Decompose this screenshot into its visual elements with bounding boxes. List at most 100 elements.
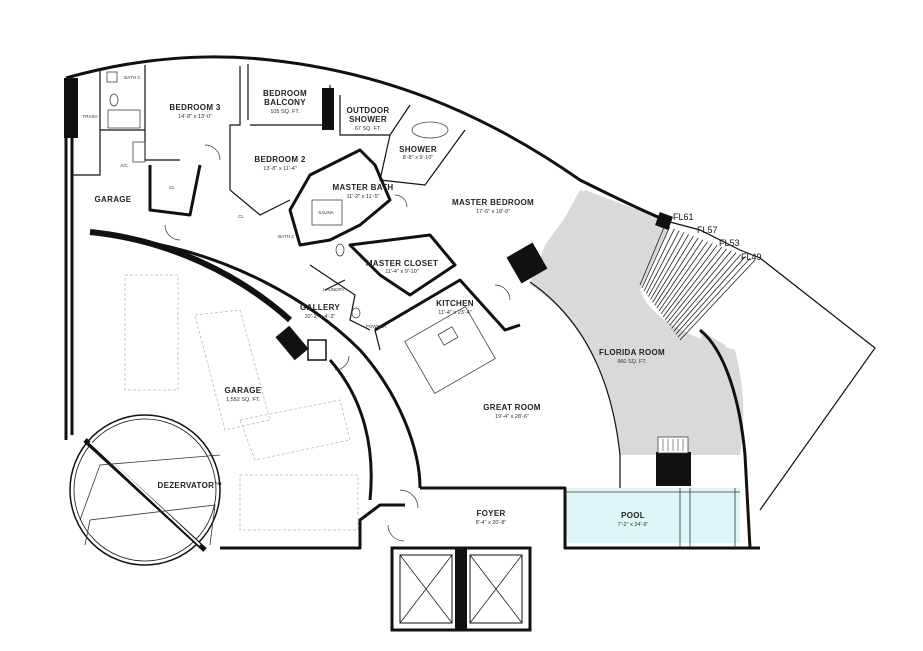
stair-tread	[671, 252, 737, 329]
stair-tread	[645, 230, 680, 294]
bedroom2-walls	[229, 66, 330, 216]
dim-master-bedroom: 17'-6" x 18'-9"	[476, 209, 510, 215]
stair-tread	[675, 256, 746, 335]
door-arc-3	[394, 194, 408, 208]
dim-kitchen: 11'-4" x 23'-4"	[438, 310, 471, 316]
ac-grate-lines	[662, 439, 684, 451]
florida-right-curve	[699, 328, 752, 549]
label-master-bath: MASTER BATH	[333, 183, 394, 192]
parking-spots	[124, 274, 359, 531]
label-great-room: GREAT ROOM	[483, 403, 541, 412]
dim-pool: 7'-2" x 24'-9"	[618, 522, 649, 528]
master-tub	[411, 121, 449, 139]
elevator-lobby	[390, 546, 532, 632]
stair-tread	[654, 237, 699, 306]
dim-florida-room: 960 SQ. FT.	[617, 359, 647, 365]
floor-label-2: FL57	[697, 225, 718, 235]
stair-tread	[656, 239, 704, 309]
stair-tread	[679, 259, 756, 341]
great-room-right-wall	[529, 281, 621, 488]
door-arc-2	[164, 224, 181, 241]
dim-outdoor-shower: 67 SQ. FT.	[355, 126, 382, 132]
bath3-toilet	[109, 93, 119, 107]
stair-tread	[648, 232, 685, 297]
florida-outer	[669, 221, 876, 511]
master-closet-walls	[348, 233, 457, 297]
stair-tread	[650, 234, 690, 300]
outdoor-shower-walls	[339, 95, 411, 136]
dim-bedroom-balcony: 105 SQ. FT.	[270, 109, 300, 115]
dim-foyer: 8'-4" x 20'-8"	[476, 520, 507, 526]
label-garage-small: GARAGE	[95, 195, 132, 204]
stair-tread	[641, 226, 671, 289]
bath3-tub	[107, 109, 141, 129]
label-bath2: BATH 2	[278, 234, 294, 239]
label-gallery: GALLERY	[300, 303, 340, 312]
floor-label-3: FL53	[719, 238, 740, 248]
label-master-bedroom: MASTER BEDROOM	[452, 198, 534, 207]
ac-unit	[132, 141, 146, 163]
bedroom3-closet	[148, 164, 202, 217]
sauna-box	[311, 199, 343, 226]
door-arc-5	[334, 355, 350, 371]
floor-label-1: FL61	[673, 212, 694, 222]
master-bath-walls	[288, 148, 392, 247]
column-5	[656, 452, 691, 486]
column-3	[655, 212, 673, 230]
column-1	[322, 88, 334, 130]
stair-tread	[639, 224, 666, 286]
label-florida-room: FLORIDA ROOM	[599, 348, 665, 357]
foyer-bottom-wall	[420, 486, 760, 550]
shower-walls	[379, 129, 466, 186]
stair-tread	[660, 243, 713, 315]
dim-great-room: 19'-4" x 28'-6"	[495, 414, 529, 420]
outer-wall-top-curve	[65, 55, 671, 224]
stair-tread	[652, 235, 694, 303]
column-4	[275, 325, 309, 361]
master-bath-toilet	[335, 243, 345, 257]
pool-fill	[565, 488, 740, 543]
stair-tread	[667, 248, 727, 323]
bedroom3-walls	[72, 65, 180, 176]
label-closet-b2: CL	[238, 214, 244, 219]
laundry-powder-walls	[309, 264, 371, 331]
label-bedroom-balcony-1: BEDROOM	[263, 89, 307, 98]
stair-tread	[664, 246, 723, 320]
label-master-closet: MASTER CLOSET	[366, 259, 438, 268]
label-laundry: LAUNDRY	[323, 287, 344, 292]
label-bedroom-balcony-2: BALCONY	[264, 98, 306, 107]
door-arc-foyer	[399, 489, 419, 509]
outer-wall-left-block	[64, 78, 78, 138]
dim-bedroom2: 13'-8" x 11'-4"	[263, 166, 296, 172]
stair-tread	[662, 245, 718, 318]
label-kitchen: KITCHEN	[436, 299, 474, 308]
label-bedroom3: BEDROOM 3	[169, 103, 220, 112]
dim-bedroom3: 14'-8" x 13'-0"	[178, 114, 212, 120]
stair-tread	[673, 254, 742, 332]
label-bath3: BATH 3	[124, 75, 140, 80]
gallery-curve-wall	[134, 238, 422, 489]
label-outdoor-shower-2: SHOWER	[349, 115, 387, 124]
stair-tread	[643, 228, 675, 291]
label-bedroom2: BEDROOM 2	[254, 155, 305, 164]
pool-edges	[565, 488, 740, 548]
dim-master-bath: 11'-2" x 11'-5"	[346, 194, 379, 200]
kitchen-lower	[374, 329, 381, 351]
label-ac: A/C	[120, 163, 128, 168]
powder-toilet	[351, 307, 361, 319]
door-arc-foyer-2	[387, 524, 405, 542]
label-trash: TRASH	[82, 114, 97, 119]
door-arc-1	[204, 144, 221, 161]
label-shower: SHOWER	[399, 145, 437, 154]
elevator-shaft	[307, 339, 327, 361]
dim-garage: 1,552 SQ. FT.	[226, 397, 260, 403]
terrace-stairs	[639, 224, 756, 341]
door-arc-4	[494, 284, 511, 301]
label-dezervator: DEZERVATOR™	[158, 481, 223, 490]
label-powder: POWDER	[366, 324, 387, 329]
garage-curve-wall	[89, 229, 293, 323]
column-2	[506, 242, 548, 284]
label-pool: POOL	[621, 511, 645, 520]
bottom-wall	[220, 503, 405, 550]
